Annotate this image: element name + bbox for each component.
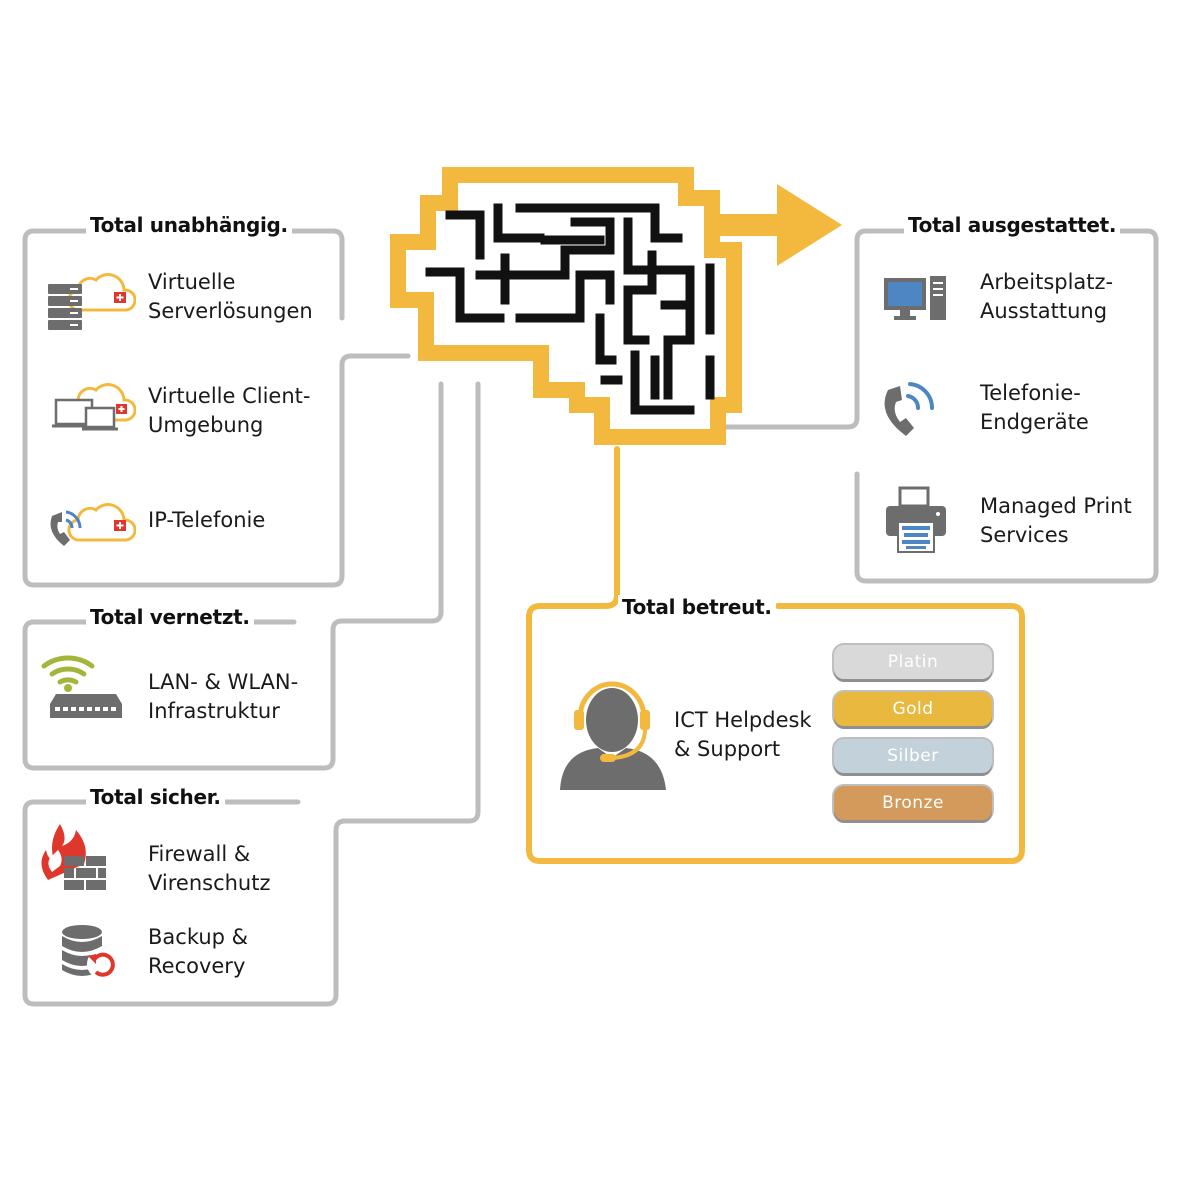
frame-ausgestattet	[722, 228, 1159, 584]
section-title-betreut: Total betreut.	[618, 595, 776, 619]
item-telefonie: Telefonie- Endgeräte	[980, 379, 1089, 437]
frame-vernetzt	[22, 381, 444, 771]
item-label-line2: Endgeräte	[980, 410, 1089, 434]
item-label-line2: Ausstattung	[980, 299, 1108, 323]
item-label-line2: Services	[980, 523, 1069, 547]
frame-sicher	[22, 381, 481, 1007]
maze-inner-paths	[425, 203, 715, 415]
item-virtuelle-client: Virtuelle Client- Umgebung	[148, 382, 310, 440]
item-label-line2: Serverlösungen	[148, 299, 313, 323]
item-label-line1: IP-Telefonie	[148, 508, 266, 532]
item-label-line1: Firewall &	[148, 842, 251, 866]
item-label-line2: Virenschutz	[148, 871, 271, 895]
item-virtuelle-server: Virtuelle Serverlösungen	[148, 268, 313, 326]
item-label-line1: Telefonie-	[980, 381, 1081, 405]
section-title-sicher: Total sicher.	[86, 785, 225, 809]
item-ip-telefonie: IP-Telefonie	[148, 506, 265, 535]
workstation-icon	[884, 276, 946, 320]
item-label-line2: Umgebung	[148, 413, 264, 437]
backup-database-icon	[62, 925, 117, 979]
item-label-line1: Arbeitsplatz-	[980, 270, 1114, 294]
cloud-phone-icon	[50, 503, 136, 546]
item-label-line1: Virtuelle	[148, 270, 236, 294]
maze-exit-arrow	[712, 184, 842, 266]
tier-badge-platin: Platin	[834, 645, 992, 679]
tier-badge-bronze: Bronze	[834, 786, 992, 820]
item-backup: Backup & Recovery	[148, 923, 248, 981]
section-title-unabhaengig: Total unabhängig.	[86, 213, 292, 237]
item-print: Managed Print Services	[980, 492, 1132, 550]
tier-badge-silber: Silber	[834, 739, 992, 773]
phone-handset-icon	[884, 382, 935, 436]
section-title-vernetzt: Total vernetzt.	[86, 605, 254, 629]
cloud-client-icon	[52, 383, 136, 431]
item-lan-wlan: LAN- & WLAN- Infrastruktur	[148, 668, 298, 726]
item-firewall: Firewall & Virenschutz	[148, 840, 271, 898]
item-label-line1: Backup &	[148, 925, 249, 949]
item-label-line2: & Support	[674, 737, 781, 761]
item-label-line1: LAN- & WLAN-	[148, 670, 299, 694]
cloud-server-icon	[48, 273, 136, 330]
wifi-switch-icon	[41, 655, 122, 718]
item-arbeitsplatz: Arbeitsplatz- Ausstattung	[980, 268, 1113, 326]
item-label-line2: Infrastruktur	[148, 699, 280, 723]
printer-icon	[886, 486, 946, 553]
item-label-line1: ICT Helpdesk	[674, 708, 812, 732]
item-label-line2: Recovery	[148, 954, 246, 978]
firewall-icon	[41, 824, 106, 890]
item-helpdesk: ICT Helpdesk & Support	[674, 706, 812, 764]
frame-unabhaengig	[22, 228, 411, 588]
item-label-line1: Managed Print	[980, 494, 1132, 518]
frame-betreut	[526, 446, 1025, 864]
headset-agent-icon	[560, 681, 666, 790]
maze-brain-outline	[390, 167, 742, 445]
section-title-ausgestattet: Total ausgestattet.	[904, 213, 1121, 237]
item-label-line1: Virtuelle Client-	[148, 384, 311, 408]
tier-badge-gold: Gold	[834, 692, 992, 726]
